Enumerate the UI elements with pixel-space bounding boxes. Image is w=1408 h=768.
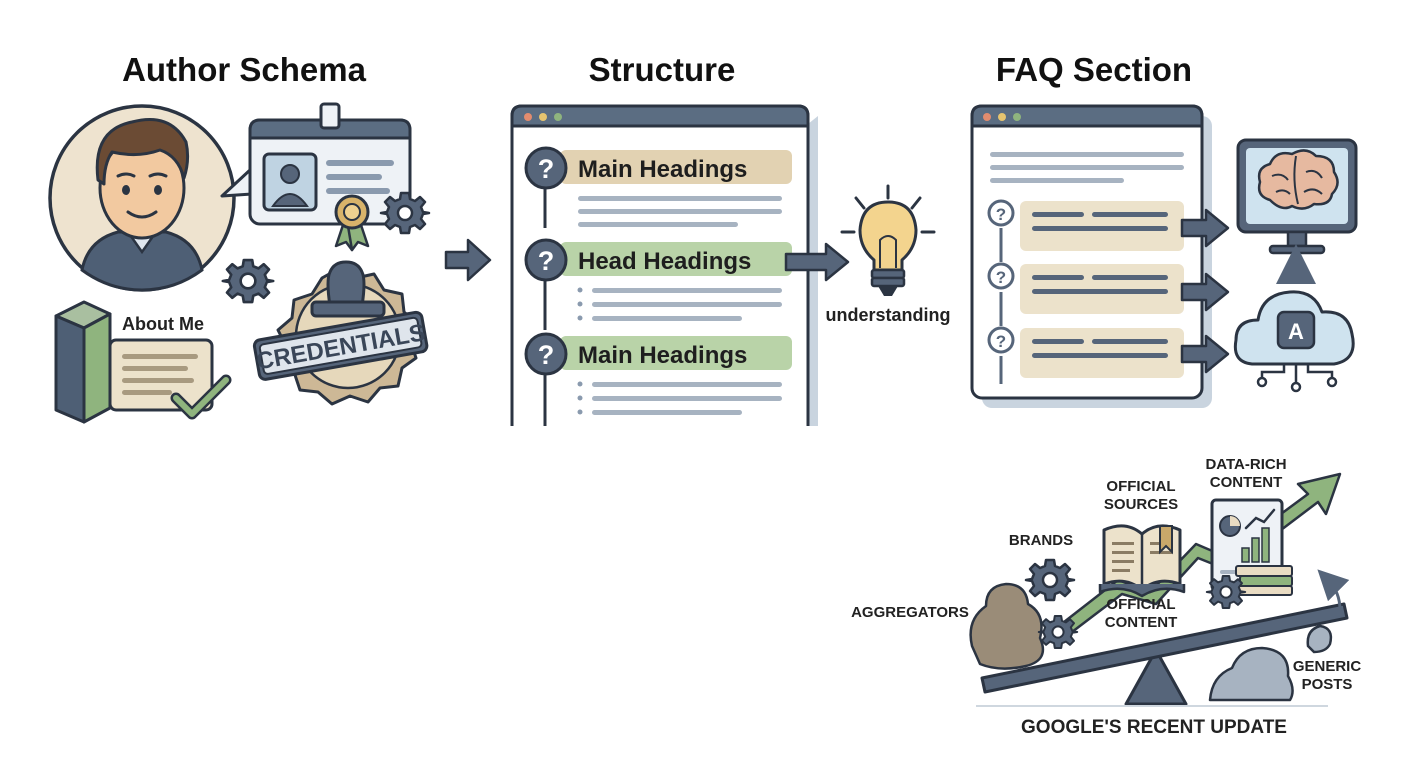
- id-badge-card: [220, 102, 412, 226]
- gear-icon: [1037, 614, 1079, 650]
- credentials-stamp: CREDENTIALS: [252, 260, 429, 406]
- aggregators-label: AGGREGATORS: [851, 604, 969, 621]
- gear-icon: [1205, 574, 1247, 610]
- question-icon: ?: [538, 154, 555, 184]
- about-me-document: [54, 300, 232, 424]
- data-rich-label-line2: CONTENT: [1210, 474, 1283, 491]
- question-icon: ?: [538, 340, 555, 370]
- gear-icon: [1024, 558, 1076, 602]
- data-rich-label-line1: DATA-RICH: [1205, 456, 1286, 473]
- structure-heading-1: ? Main Headings: [524, 146, 792, 227]
- faq-section-title: FAQ Section: [996, 51, 1192, 88]
- question-icon: ?: [996, 268, 1006, 287]
- about-me-label: About Me: [122, 314, 204, 334]
- seesaw-caption: GOOGLE'S RECENT UPDATE: [1021, 717, 1287, 738]
- faq-item-2: ?: [987, 262, 1184, 314]
- structure-title: Structure: [589, 51, 736, 88]
- faq-arrow-3: [1180, 334, 1230, 374]
- author-avatar: [48, 104, 236, 292]
- data-report-icon: [1210, 498, 1293, 596]
- generic-posts-label-line1: GENERIC: [1293, 658, 1362, 675]
- question-icon: ?: [538, 246, 555, 276]
- seesaw-fulcrum: [1124, 648, 1188, 706]
- heading-2-label: Head Headings: [578, 248, 751, 275]
- structure-heading-3: ? Main Headings: [524, 332, 792, 415]
- heading-3-label: Main Headings: [578, 342, 747, 369]
- aggregators-rock-icon: [969, 582, 1045, 670]
- gear-icon: [221, 258, 275, 304]
- generic-posts-blob-icon: [1306, 624, 1333, 654]
- open-book-icon: [1098, 524, 1186, 598]
- heading-1-label: Main Headings: [578, 156, 747, 183]
- rebalance-arrow-icon: [1317, 569, 1350, 611]
- official-sources-label-line1: OFFICIAL: [1106, 478, 1175, 495]
- ai-chip-letter: A: [1288, 319, 1304, 344]
- official-sources-label-line2: SOURCES: [1104, 496, 1178, 513]
- brands-label: BRANDS: [1009, 532, 1073, 549]
- monitor-brain-icon: [1236, 138, 1358, 255]
- faq-arrow-2: [1180, 272, 1230, 312]
- generic-posts-blob-icon: [1208, 646, 1294, 702]
- gear-icon: [379, 191, 431, 235]
- understanding-label: understanding: [826, 305, 951, 325]
- ai-cloud-icon: A: [1233, 290, 1355, 393]
- award-ribbon-icon: [334, 194, 370, 252]
- flow-arrow-author-to-structure: [444, 238, 492, 282]
- lightbulb-icon: [840, 184, 936, 296]
- official-content-label-line2: CONTENT: [1105, 614, 1178, 631]
- faq-item-1: ?: [987, 199, 1184, 251]
- seesaw-board: [980, 602, 1349, 694]
- official-content-label-line1: OFFICIAL: [1106, 596, 1175, 613]
- question-icon: ?: [996, 332, 1006, 351]
- question-icon: ?: [996, 205, 1006, 224]
- faq-item-3: ?: [987, 326, 1184, 378]
- faq-arrow-1: [1180, 208, 1230, 248]
- flow-arrow-to-understanding: [784, 242, 850, 282]
- generic-posts-label-line2: POSTS: [1302, 676, 1353, 693]
- structure-heading-2: ? Head Headings: [524, 238, 792, 321]
- author-schema-title: Author Schema: [122, 51, 367, 88]
